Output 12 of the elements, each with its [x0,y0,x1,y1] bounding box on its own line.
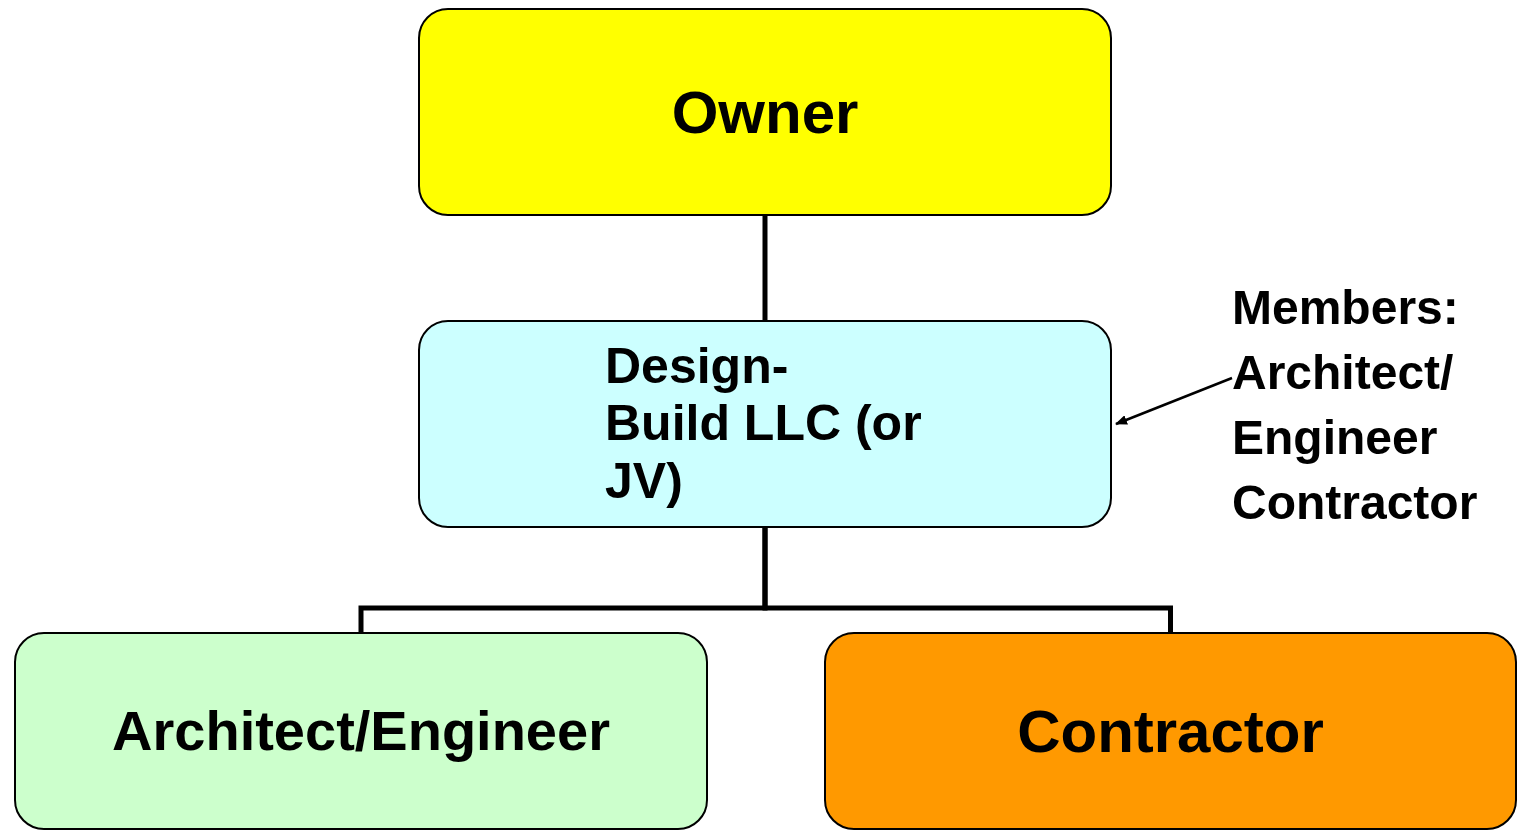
org-box [824,632,1517,830]
org-box [14,632,708,830]
node-label: Design- Build LLC (or JV) [605,337,923,511]
connector-line [762,216,768,320]
node-label: Contractor [1017,696,1324,767]
node-label: Architect/Engineer [112,698,610,764]
note-text: Members: Architect/ Engineer Contractor [1232,280,1479,531]
connector-line [762,528,1173,632]
org-box [418,8,1112,216]
org-box [418,320,1112,528]
node-label: Owner [671,77,859,148]
arrow [1115,376,1233,426]
